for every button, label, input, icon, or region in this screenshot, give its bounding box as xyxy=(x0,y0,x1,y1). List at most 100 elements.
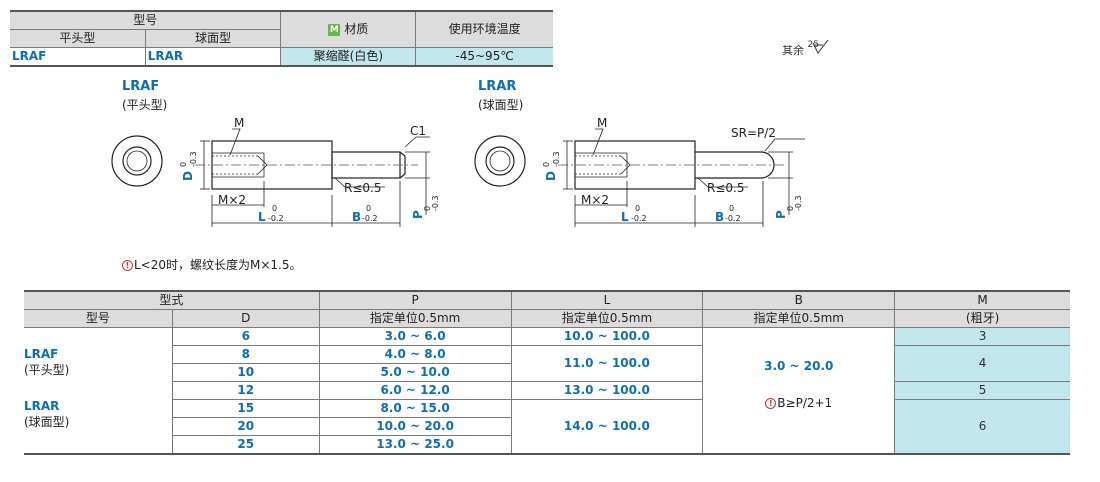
b-header: B xyxy=(702,290,896,310)
label-r: R≤0.5 xyxy=(707,181,744,195)
end-view-outer xyxy=(111,135,163,187)
table-row-p: 6.0 ~ 12.0 xyxy=(319,381,512,400)
table-row-p: 8.0 ~ 15.0 xyxy=(319,399,512,418)
label-l-tol-low: -0.2 xyxy=(268,214,284,223)
label-l-tol-low: -0.2 xyxy=(631,214,647,223)
label-p-tol-low: -0.3 xyxy=(794,195,803,211)
label-d-tol-low: -0.3 xyxy=(189,151,198,167)
m-header: M xyxy=(894,290,1070,310)
material-icon: M xyxy=(328,23,341,36)
l-group-4: 14.0 ~ 100.0 xyxy=(511,399,704,455)
d-header: D xyxy=(172,309,320,328)
p-header: P xyxy=(319,290,512,310)
surface-roughness-note: 其余 25 xyxy=(782,40,829,58)
model-ball-header: 球面型 xyxy=(145,29,282,48)
label-d: D xyxy=(544,171,558,181)
l-header: L xyxy=(511,290,704,310)
m-group-1: 3 xyxy=(894,327,1070,346)
label-b-tol-low: -0.2 xyxy=(362,214,378,223)
material-value: 聚缩醛(白色) xyxy=(280,47,417,67)
model-group-header: 型号 xyxy=(10,10,282,30)
table-row-d: 10 xyxy=(172,363,320,382)
m-sub-header: (粗牙) xyxy=(894,309,1070,328)
label-l-tol-up: 0 xyxy=(635,204,640,213)
ball-code: LRAR xyxy=(145,47,282,67)
m-group-2: 4 xyxy=(894,345,1070,382)
label-d-tol-up: 0 xyxy=(179,162,188,167)
type-name-ball: (球面型) xyxy=(24,415,70,429)
table-row-p: 5.0 ~ 10.0 xyxy=(319,363,512,382)
drawing-ball: M SR=P/2 R≤0.5 M×2 D 0 -0.3 L 0 -0.2 B 0… xyxy=(474,116,805,227)
model-flat-header: 平头型 xyxy=(10,29,146,48)
drawing-flat-title: LRAF xyxy=(122,79,160,94)
label-b: B xyxy=(715,210,724,224)
p-sub-header: 指定单位0.5mm xyxy=(319,309,512,328)
l-sub-header: 指定单位0.5mm xyxy=(511,309,704,328)
label-r: R≤0.5 xyxy=(344,181,381,195)
label-l: L xyxy=(258,210,266,224)
drawing-ball-subtitle: (球面型) xyxy=(478,98,524,112)
label-p: P xyxy=(774,210,788,219)
end-view-inner xyxy=(122,146,152,176)
label-m: M xyxy=(597,116,607,130)
table-row-p: 3.0 ~ 6.0 xyxy=(319,327,512,346)
label-l: L xyxy=(621,210,629,224)
table-row-d: 12 xyxy=(172,381,320,400)
type-code-ball: LRAR xyxy=(24,399,60,413)
table-row-p: 10.0 ~ 20.0 xyxy=(319,417,512,436)
table-row-d: 8 xyxy=(172,345,320,364)
table-row-d: 6 xyxy=(172,327,320,346)
model-header: 型号 xyxy=(24,309,173,328)
label-b-tol-low: -0.2 xyxy=(725,214,741,223)
label-l-tol-up: 0 xyxy=(272,204,277,213)
label-p-tol-up: 0 xyxy=(423,206,432,211)
type-name-flat: (平头型) xyxy=(24,363,70,377)
m-group-3: 5 xyxy=(894,381,1070,400)
label-sr: SR=P/2 xyxy=(731,126,776,140)
body-outline xyxy=(574,140,696,190)
table-row-d: 15 xyxy=(172,399,320,418)
drawing-ball-title: LRAR xyxy=(478,79,517,94)
type-group-header: 型式 xyxy=(24,290,320,310)
l-group-3: 13.0 ~ 100.0 xyxy=(511,381,704,400)
label-mx2: M×2 xyxy=(218,193,246,207)
label-p: P xyxy=(411,210,425,219)
temp-value: -45~95℃ xyxy=(415,47,553,67)
roughness-value: 25 xyxy=(807,40,819,50)
end-view-outer xyxy=(474,135,526,187)
b-value: 3.0 ~ 20.0 xyxy=(764,358,834,373)
l-group-2: 11.0 ~ 100.0 xyxy=(511,345,704,382)
table-row-d: 25 xyxy=(172,435,320,455)
label-p-tol-low: -0.3 xyxy=(431,195,440,211)
flat-code: LRAF xyxy=(10,47,146,67)
l-group-1: 10.0 ~ 100.0 xyxy=(511,327,704,346)
label-b: B xyxy=(352,210,361,224)
b-cell: 3.0 ~ 20.0 !B≥P/2+1 xyxy=(702,327,896,455)
label-m: M xyxy=(234,116,244,130)
end-view-inner xyxy=(485,146,515,176)
dimension-table: 型式 P L B M 型号 D 指定单位0.5mm 指定单位0.5mm 指定单位… xyxy=(24,290,1070,455)
type-cell: LRAF (平头型) LRAR (球面型) xyxy=(24,327,173,455)
label-d-tol-low: -0.3 xyxy=(552,151,561,167)
b-note-icon: ! xyxy=(765,397,777,409)
label-b-tol-up: 0 xyxy=(729,204,734,213)
temp-header: 使用环境温度 xyxy=(415,10,553,48)
table-row-d: 20 xyxy=(172,417,320,436)
type-code-flat: LRAF xyxy=(24,347,59,361)
drawing-flat-subtitle: (平头型) xyxy=(122,98,168,112)
table-row-p: 13.0 ~ 25.0 xyxy=(319,435,512,455)
label-c1: C1 xyxy=(410,124,426,138)
b-note: !B≥P/2+1 xyxy=(703,395,894,412)
drawing-flat: M C1 R≤0.5 M×2 D 0 -0.3 L 0 -0.2 B 0 -0.… xyxy=(111,116,440,227)
m-group-4: 6 xyxy=(894,399,1070,455)
label-mx2: M×2 xyxy=(581,193,609,207)
table-row-p: 4.0 ~ 8.0 xyxy=(319,345,512,364)
label-d: D xyxy=(181,171,195,181)
label-p-tol-up: 0 xyxy=(786,206,795,211)
note-warning-icon: ! xyxy=(122,260,133,271)
label-d-tol-up: 0 xyxy=(542,162,551,167)
roughness-symbol-icon xyxy=(812,40,829,54)
thread-length-note: !L<20时，螺纹长度为M×1.5。 xyxy=(122,256,302,273)
